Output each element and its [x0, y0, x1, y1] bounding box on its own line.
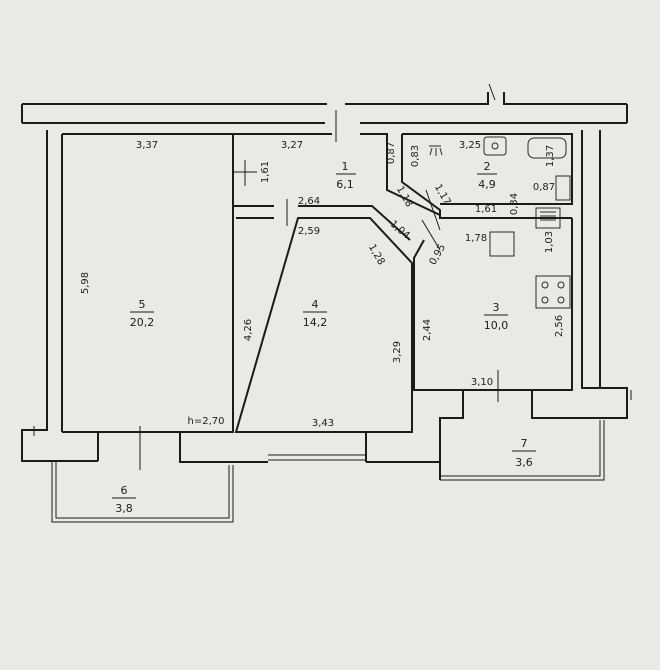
dim-r3-small: 1,03: [544, 231, 555, 253]
burner-icon-1: [541, 281, 549, 289]
burner-icon-2: [557, 281, 565, 289]
room-6-number: 6: [121, 484, 128, 497]
outer-wall-top-right: [345, 92, 627, 124]
burner-icon-3: [541, 296, 549, 304]
balcony-room6: [51, 461, 234, 523]
dim-r2-left: 0,83: [410, 145, 421, 167]
toilet-icon: [555, 175, 571, 201]
room-2-number: 2: [484, 160, 491, 173]
room-6-area: 3,8: [115, 502, 133, 515]
room-2-area: 4,9: [478, 178, 496, 191]
room-7-number: 7: [521, 437, 528, 450]
room-7-area: 3,6: [515, 456, 533, 469]
room-3-area: 10,0: [484, 319, 509, 332]
room5-walls: [62, 133, 234, 433]
window-sill-room4: [268, 454, 366, 461]
dim-r3-left: 2,44: [422, 319, 433, 341]
fixtures: [429, 136, 571, 309]
room3-walls: [413, 218, 573, 391]
dim-r1-top: 3,27: [281, 140, 303, 151]
dim-r2-top: 3,25: [459, 140, 481, 151]
sink-drain-icon: [491, 142, 499, 150]
outer-wall-top-left: [22, 103, 327, 124]
dim-r2-tub: 0,87: [533, 182, 555, 193]
room4-walls: [234, 217, 413, 433]
dim-r3-bottom: 3,10: [471, 377, 493, 388]
outer-wall-right: [531, 130, 628, 419]
burner-icon-4: [557, 296, 565, 304]
room1-walls: [233, 133, 441, 241]
dim-r5-top: 3,37: [136, 140, 158, 151]
room-1-number: 1: [342, 160, 349, 173]
room-1-area: 6,1: [336, 178, 354, 191]
dim-r5-height: 5,98: [80, 272, 91, 294]
room-labels: 1 6,1 2 4,9 3 10,0 4 14,2 5 20,2 6 3,8 7…: [112, 160, 536, 515]
dim-r2-side: 1,37: [545, 145, 556, 167]
dim-ceiling-height: h=2,70: [188, 416, 225, 427]
kitchen-sink-icon: [489, 231, 515, 257]
dim-r4-top: 2,59: [298, 226, 320, 237]
dim-r2-small: 0,34: [509, 193, 520, 215]
room-5-number: 5: [139, 298, 146, 311]
shower-icon: [429, 145, 443, 156]
sink-icon: [483, 136, 507, 156]
dim-r1-side: 1,61: [260, 161, 271, 183]
dim-r2-bottom: 1,61: [475, 204, 497, 215]
room-4-number: 4: [312, 298, 319, 311]
outer-wall-bottom: [97, 390, 464, 480]
room-4-area: 14,2: [303, 316, 328, 329]
dim-r1-bottom: 2,64: [298, 196, 320, 207]
cabinet-icon: [535, 207, 561, 229]
cabinet-lines-icon: [540, 211, 556, 221]
room-3-number: 3: [493, 301, 500, 314]
stove-icon: [535, 275, 571, 309]
room2-walls: [401, 133, 573, 219]
dim-r4-right: 3,29: [392, 341, 403, 363]
dimension-labels: 3,37 5,98 h=2,70 3,27 1,61 0,87 2,64 2,5…: [80, 140, 565, 429]
walls: [21, 83, 632, 523]
dim-r1-right: 0,87: [386, 142, 397, 164]
outer-wall-left: [21, 130, 98, 462]
door-marks: [33, 83, 632, 470]
dim-r3-top: 1,78: [465, 233, 487, 244]
dim-r4-left: 4,26: [243, 319, 254, 341]
balcony-room7: [440, 420, 605, 481]
dim-r3-right: 2,56: [554, 315, 565, 337]
room-5-area: 20,2: [130, 316, 155, 329]
dim-r4-bottom: 3,43: [312, 418, 334, 429]
bathtub-icon: [527, 137, 567, 159]
